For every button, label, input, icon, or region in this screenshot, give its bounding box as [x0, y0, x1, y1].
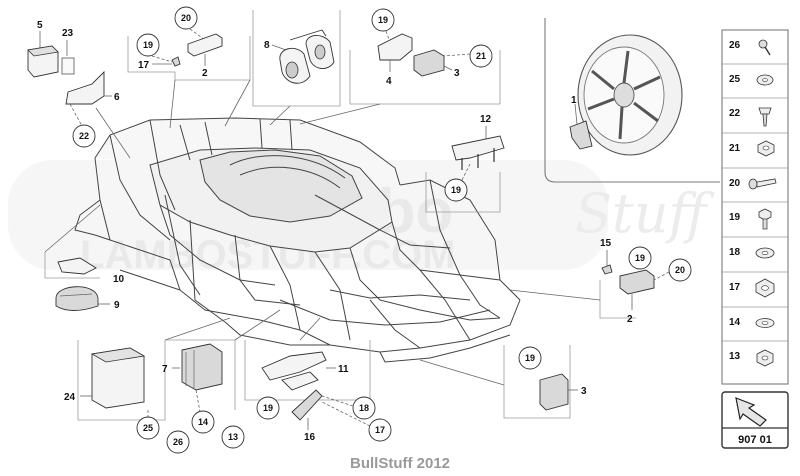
lock-washer-icon: [755, 318, 775, 328]
part-1-bracket: 1: [569, 95, 593, 150]
callout-label: 13: [729, 351, 741, 362]
callout-label: 17: [375, 425, 385, 435]
fastener-row-14: 14: [729, 317, 775, 328]
callout-1: 1: [571, 95, 577, 106]
callout-4: 4: [386, 76, 392, 87]
detail-box-17-2: 19 17 20 2: [127, 6, 251, 81]
fastener-row-17: 17: [729, 278, 775, 298]
callout-label: 19: [263, 403, 273, 413]
callout-16: 16: [304, 432, 316, 443]
callout-12: 12: [480, 114, 492, 125]
detail-box-4-3: 19 4 3 21: [349, 8, 501, 105]
callout-17a: 17: [138, 60, 150, 71]
callout-label: 14: [729, 317, 741, 328]
fastener-row-13: 13: [729, 349, 774, 367]
callout-label: 17: [729, 282, 741, 293]
callout-label: 14: [198, 417, 208, 427]
watermark-stuff: Stuff: [575, 182, 714, 245]
cap-nut-icon: [756, 349, 774, 367]
callout-2a: 2: [202, 68, 208, 79]
part-6-bracket: 6: [65, 70, 120, 105]
callout-23: 23: [62, 28, 74, 39]
fastener-row-19: 19: [729, 208, 772, 230]
callout-5: 5: [37, 20, 43, 31]
callout-label: 19: [451, 185, 461, 195]
detail-box-15-2: 15 19 20 2: [599, 238, 692, 325]
callout-6: 6: [114, 92, 120, 103]
fastener-table: [721, 29, 789, 385]
bolt-icon: [748, 178, 777, 190]
page-code: 907 01: [738, 434, 772, 446]
fastener-row-25: 25: [729, 74, 774, 86]
flat-washer-icon: [755, 247, 775, 259]
callout-label: 22: [79, 131, 89, 141]
detail-box-7: 7 14 13: [162, 339, 245, 449]
detail-box-11-16: 11 19 16 18 17: [244, 340, 392, 443]
callout-label: 19: [635, 253, 645, 263]
chassis-frame: [74, 117, 521, 363]
detail-box-24: 24 25 26: [64, 340, 190, 454]
footer-caption: BullStuff 2012: [350, 455, 450, 472]
callout-label: 19: [525, 353, 535, 363]
callout-label: 21: [729, 143, 741, 154]
fastener-row-20: 20: [729, 178, 777, 190]
ref-22: 22: [69, 103, 96, 148]
callout-label: 26: [173, 437, 183, 447]
callout-10: 10: [113, 274, 125, 285]
fastener-row-21: 21: [729, 140, 775, 157]
detail-box-12: 12 19: [425, 114, 505, 213]
callout-label: 19: [143, 40, 153, 50]
callout-8: 8: [264, 40, 270, 51]
callout-label: 20: [729, 178, 741, 189]
callout-3a: 3: [454, 68, 460, 79]
detail-box-3-lower: 19 3: [503, 345, 587, 419]
fastener-row-26: 26: [729, 39, 771, 56]
hex-nut-icon: [755, 278, 775, 298]
wheel-illustration: [577, 34, 683, 156]
callout-11: 11: [338, 364, 349, 375]
callout-9: 9: [114, 300, 120, 311]
nut-icon: [757, 140, 775, 157]
callout-label: 25: [143, 423, 153, 433]
wheel-frame: [544, 18, 720, 183]
washer-icon: [756, 74, 774, 86]
callout-label: 19: [378, 15, 388, 25]
detail-box-8: 8: [252, 10, 341, 107]
callout-3b: 3: [581, 386, 587, 397]
clip-icon: [758, 107, 772, 127]
part-10-bracket: 10: [44, 252, 125, 285]
callout-label: 21: [476, 51, 486, 61]
callout-label: 18: [729, 247, 741, 258]
callout-label: 25: [729, 74, 741, 85]
fastener-row-22: 22: [729, 107, 772, 127]
flange-bolt-icon: [758, 208, 772, 230]
callout-label: 20: [675, 265, 685, 275]
screw-icon: [758, 39, 771, 56]
part-9-cover: 9: [55, 286, 120, 311]
callout-label: 22: [729, 108, 741, 119]
callout-2b: 2: [627, 314, 633, 325]
callout-label: 13: [228, 432, 238, 442]
part-5-module: 5: [27, 20, 59, 78]
page-code-box: 907 01: [721, 391, 789, 449]
callout-label: 18: [359, 403, 369, 413]
part-23-label: 23: [61, 28, 75, 75]
callout-15: 15: [600, 238, 612, 249]
arrow-icon: [735, 397, 767, 427]
callout-label: 19: [729, 212, 741, 223]
callout-label: 26: [729, 40, 741, 51]
callout-label: 20: [181, 13, 191, 23]
callout-7: 7: [162, 364, 168, 375]
callout-24: 24: [64, 392, 76, 403]
fastener-row-18: 18: [729, 247, 775, 259]
